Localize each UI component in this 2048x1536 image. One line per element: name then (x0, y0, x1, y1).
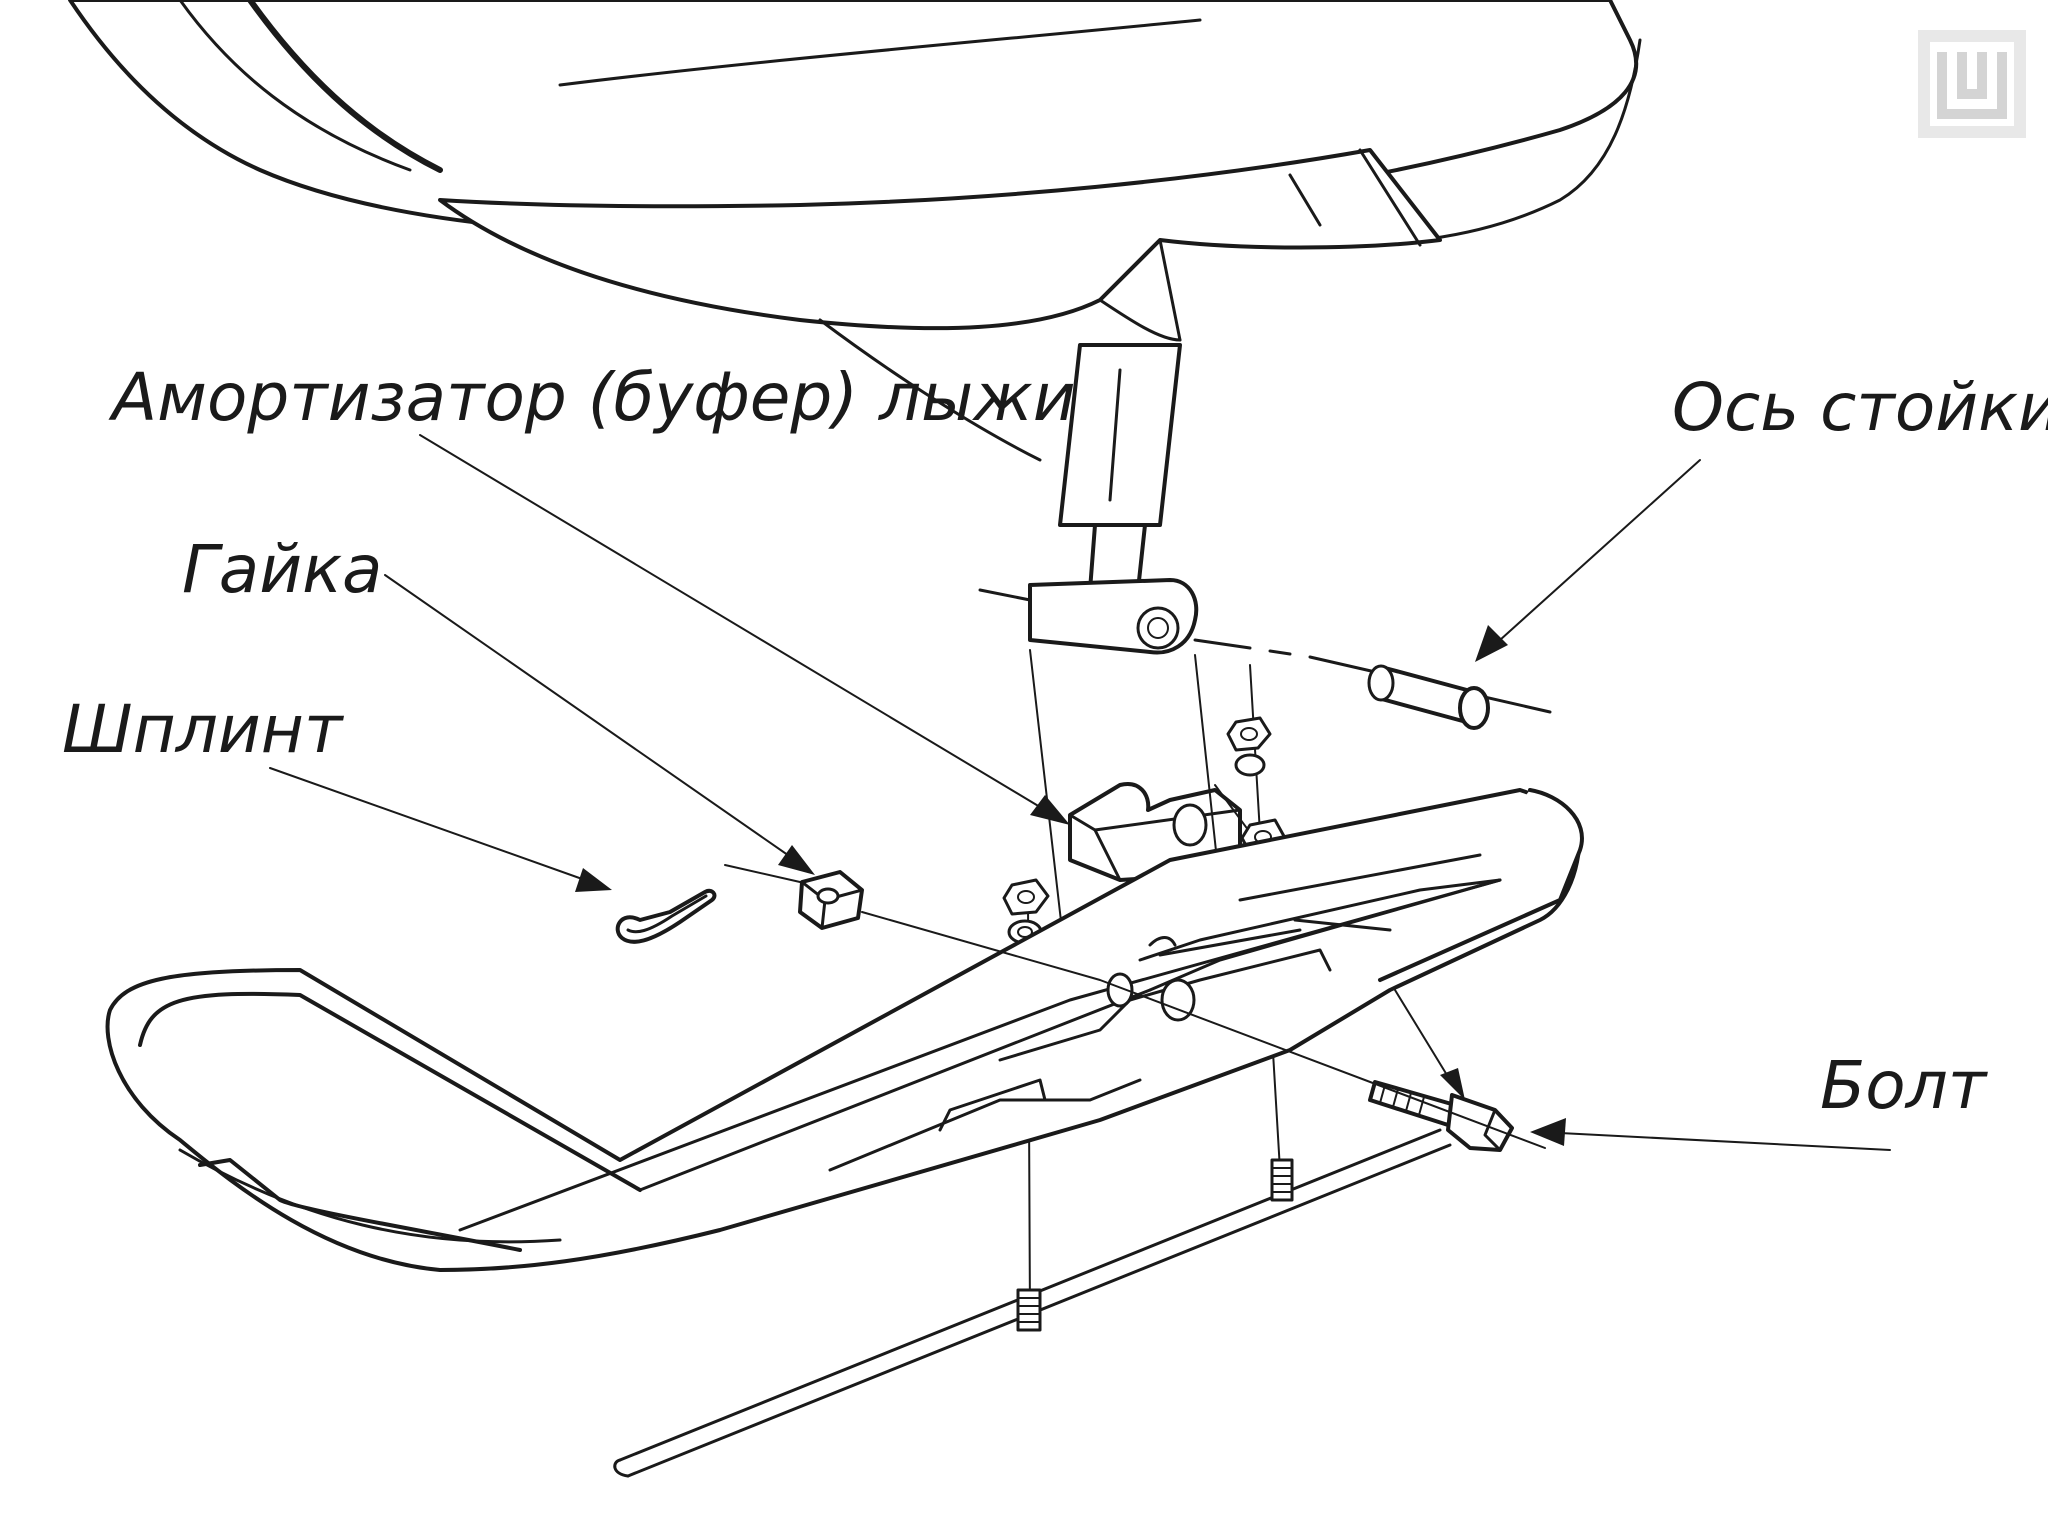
watermark-logo (1918, 30, 2026, 138)
strut-axle-pin (1367, 664, 1490, 730)
nut (798, 870, 864, 930)
snowmobile-body (68, 0, 1642, 462)
label-cotter-pin: Шплинт (62, 691, 345, 768)
leader-cotter-pin (269, 767, 612, 892)
label-bolt: Болт (1820, 1047, 1989, 1124)
bolt-axis-line (724, 864, 1546, 1149)
bolt (1368, 1080, 1514, 1152)
leader-bolt (1530, 1118, 1891, 1151)
leader-small-arrow (1394, 989, 1465, 1100)
ski (105, 788, 1584, 1272)
label-shock-absorber: Амортизатор (буфер) лыжи (108, 359, 1076, 436)
leader-nut (384, 574, 815, 875)
label-nut: Гайка (182, 531, 382, 608)
nut-washer-left (1002, 878, 1050, 945)
strut (1028, 343, 1199, 655)
leader-shock-absorber (419, 434, 1070, 825)
label-strut-axle: Ось стойки (1672, 369, 2048, 446)
leader-strut-axle (1475, 459, 1701, 662)
cotter-pin (615, 888, 717, 944)
ski-runner (613, 1128, 1452, 1478)
